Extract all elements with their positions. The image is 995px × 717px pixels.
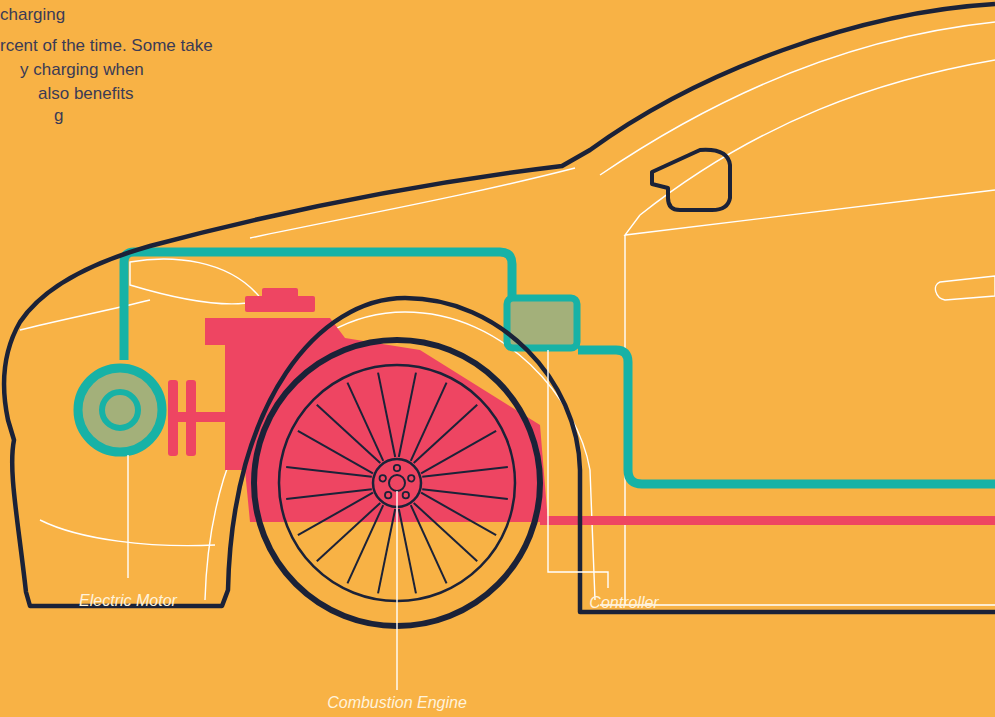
- note-text: rcent of the time. Some take: [0, 36, 213, 56]
- leader-lines: [128, 350, 608, 690]
- electric-motor-symbol: [78, 368, 162, 452]
- electric-wiring: [124, 252, 995, 484]
- side-mirror: [652, 150, 730, 210]
- note-text: g: [54, 106, 63, 126]
- part-label: Electric Motor: [79, 592, 177, 610]
- note-text: also benefits: [38, 84, 133, 104]
- body-detail-lines: [20, 22, 995, 605]
- car-outline: [4, 4, 995, 612]
- part-label: Controller: [589, 594, 658, 612]
- part-label: Combustion Engine: [327, 694, 467, 712]
- note-text: y charging when: [20, 60, 144, 80]
- note-heading: charging: [0, 5, 65, 25]
